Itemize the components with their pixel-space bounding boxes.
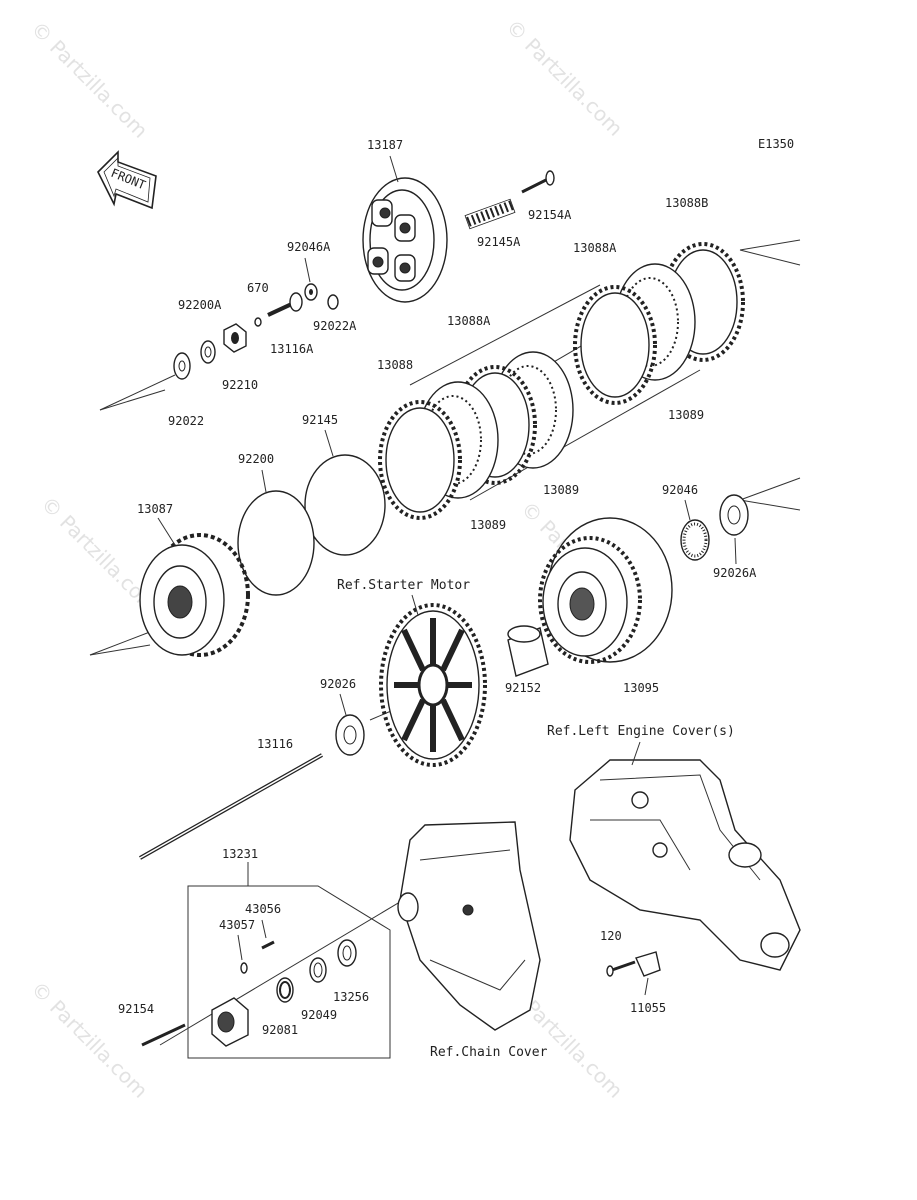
bolt-120: [606, 960, 636, 977]
part-label-92022: 92022: [168, 414, 204, 428]
washer-92022A: [327, 294, 339, 310]
release-cylinder: [211, 997, 249, 1047]
washer-92022: [173, 352, 191, 380]
needle-bearing-92046: [680, 519, 710, 561]
part-label-13187: 13187: [367, 138, 403, 152]
seal-13256: [337, 939, 357, 967]
watermark-top-left: © Partzilla.com: [26, 17, 152, 143]
part-label-92152: 92152: [505, 681, 541, 695]
part-label-92026: 92026: [320, 677, 356, 691]
part-label-43056: 43056: [245, 902, 281, 916]
part-label-92046A: 92046A: [287, 240, 331, 254]
part-label-92081: 92081: [262, 1023, 298, 1037]
push-rod-13116: [139, 753, 323, 860]
watermark-bottom-left: © Partzilla.com: [26, 977, 152, 1103]
part-label-13089-low: 13089: [470, 518, 506, 532]
piston-92081: [276, 977, 294, 1003]
front-arrow-icon: FRONT: [97, 150, 157, 210]
pusher-13116A: [267, 292, 303, 317]
bolt-92154: [141, 1023, 186, 1047]
washer-92026: [335, 714, 365, 756]
watermark-top-right: © Partzilla.com: [501, 15, 627, 141]
washer-92046A: [304, 283, 318, 301]
pressure-plate-13187: [362, 177, 448, 303]
oring-92200: [237, 490, 315, 596]
part-label-13088A-right: 13088A: [573, 241, 617, 255]
part-label-13095: 13095: [623, 681, 659, 695]
washer-92026A: [719, 494, 749, 536]
oring-92145: [304, 454, 386, 556]
part-label-92154: 92154: [118, 1002, 154, 1016]
part-label-13116: 13116: [257, 737, 293, 751]
nut-92210: [223, 323, 247, 353]
starter-gear: [379, 603, 487, 767]
part-label-43057: 43057: [219, 918, 255, 932]
diagram-code: E1350: [758, 137, 794, 151]
part-label-92200: 92200: [238, 452, 274, 466]
sleeve-92152: [507, 625, 549, 677]
part-label-92046: 92046: [662, 483, 698, 497]
part-label-11055: 11055: [630, 1001, 666, 1015]
part-label-13087: 13087: [137, 502, 173, 516]
friction-plate-13088: [378, 400, 462, 520]
oring-670: [254, 317, 262, 327]
seal-92049: [309, 957, 327, 983]
part-label-92022A: 92022A: [313, 319, 357, 333]
part-label-92026A: 92026A: [713, 566, 757, 580]
part-label-13116A: 13116A: [270, 342, 314, 356]
part-label-670: 670: [247, 281, 269, 295]
ref-starter-motor: Ref.Starter Motor: [337, 578, 470, 593]
part-label-13088B: 13088B: [665, 196, 708, 210]
bolt-43056: [261, 940, 275, 950]
part-label-13089-mid: 13089: [543, 483, 579, 497]
part-label-92154A: 92154A: [528, 208, 572, 222]
part-label-120: 120: [600, 929, 622, 943]
friction-plate-13088A-right: [573, 285, 657, 405]
ref-chain-cover: Ref.Chain Cover: [430, 1045, 548, 1060]
part-label-13088A-left: 13088A: [447, 314, 491, 328]
clutch-hub-13087: [139, 533, 250, 657]
bolt-92154A: [521, 170, 555, 194]
valve-43057: [240, 962, 248, 974]
spring-92145A: [464, 198, 516, 230]
clutch-housing-13095: [538, 517, 673, 664]
bracket-11055: [635, 951, 661, 977]
left-engine-cover: [569, 759, 801, 971]
ref-left-engine-cover: Ref.Left Engine Cover(s): [547, 724, 735, 739]
part-label-13256: 13256: [333, 990, 369, 1004]
part-label-92200A: 92200A: [178, 298, 222, 312]
part-label-13231: 13231: [222, 847, 258, 861]
washer-92200A: [200, 340, 216, 364]
part-label-92145: 92145: [302, 413, 338, 427]
part-label-13088: 13088: [377, 358, 413, 372]
part-label-92145A: 92145A: [477, 235, 521, 249]
part-label-92210: 92210: [222, 378, 258, 392]
part-label-13089-top: 13089: [668, 408, 704, 422]
part-label-92049: 92049: [301, 1008, 337, 1022]
chain-cover: [397, 821, 541, 1031]
release-assembly-box: [187, 862, 391, 1059]
